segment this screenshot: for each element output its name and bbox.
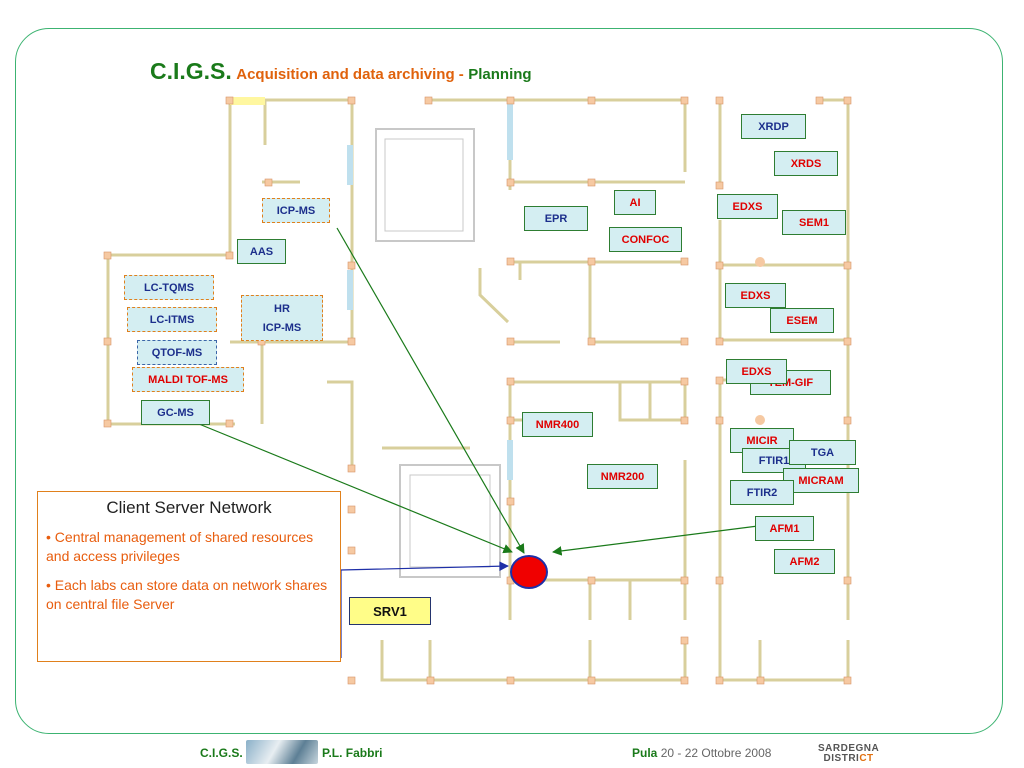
wall-posts	[103, 96, 852, 685]
title-tail: Planning	[468, 66, 532, 83]
client-server-network-box: Client Server Network • Central manageme…	[37, 491, 341, 662]
link-gc-ms	[198, 423, 513, 554]
lab-nmr200[interactable]: NMR200	[587, 464, 658, 489]
lab-micram[interactable]: MICRAM	[783, 468, 859, 493]
lab-edxs-1[interactable]: EDXS	[717, 194, 778, 219]
lab-hr-line2: ICP-MS	[262, 321, 302, 334]
footer-org: C.I.G.S.	[200, 746, 243, 760]
lab-sem1[interactable]: SEM1	[782, 210, 846, 235]
lab-edxs-3[interactable]: EDXS	[726, 359, 787, 384]
lab-qtof-ms[interactable]: QTOF-MS	[137, 340, 217, 365]
link-icp-ms	[336, 227, 525, 554]
lab-epr[interactable]: EPR	[524, 206, 588, 231]
lab-hr-icp-ms[interactable]: HR ICP-MS	[241, 295, 323, 341]
footer-place: Pula	[632, 746, 658, 760]
lab-lc-itms[interactable]: LC-ITMS	[127, 307, 217, 332]
lab-maldi-tof-ms[interactable]: MALDI TOF-MS	[132, 367, 244, 392]
client-box-bullet: • Each labs can store data on network sh…	[46, 577, 328, 612]
lab-gc-ms[interactable]: GC-MS	[141, 400, 210, 425]
lab-afm1[interactable]: AFM1	[755, 516, 814, 541]
lab-confoc[interactable]: CONFOC	[609, 227, 682, 252]
lab-ai[interactable]: AI	[614, 190, 656, 215]
lab-afm2[interactable]: AFM2	[774, 549, 835, 574]
footer-thumbnail-image	[246, 740, 318, 764]
lab-nmr400[interactable]: NMR400	[522, 412, 593, 437]
lab-ftir2[interactable]: FTIR2	[730, 480, 794, 505]
footer-dates: 20 - 22 Ottobre 2008	[660, 746, 772, 760]
network-links	[198, 227, 759, 556]
footer-author: P.L. Fabbri	[322, 746, 383, 760]
lab-tga[interactable]: TGA	[789, 440, 856, 465]
stairwell-lower	[399, 464, 501, 578]
windows	[347, 100, 513, 480]
title-subtitle: Acquisition and data archiving -	[236, 66, 464, 83]
link-afm1	[552, 525, 759, 556]
lab-edxs-2[interactable]: EDXS	[725, 283, 786, 308]
lab-esem[interactable]: ESEM	[770, 308, 834, 333]
lab-icp-ms[interactable]: ICP-MS	[262, 198, 330, 223]
lab-xrdp[interactable]: XRDP	[741, 114, 806, 139]
lab-aas[interactable]: AAS	[237, 239, 286, 264]
title-main: C.I.G.S.	[150, 58, 232, 84]
client-box-bullet: • Central management of shared resources…	[46, 529, 314, 564]
entrance-mark	[230, 97, 265, 105]
sardegna-district-logo: SARDEGNA DISTRICT	[818, 743, 880, 764]
link-client-server	[340, 561, 509, 658]
slide-frame	[15, 28, 1003, 734]
lab-lc-tqms[interactable]: LC-TQMS	[124, 275, 214, 300]
server-label-srv1[interactable]: SRV1	[349, 597, 431, 625]
stairwell-upper	[375, 128, 475, 242]
footer-event: Pula 20 - 22 Ottobre 2008	[632, 746, 771, 760]
lab-hr-line1: HR	[274, 302, 290, 315]
lab-xrds[interactable]: XRDS	[774, 151, 838, 176]
central-file-server[interactable]	[510, 555, 548, 589]
page-title: C.I.G.S. Acquisition and data archiving …	[150, 58, 532, 85]
client-box-heading: Client Server Network	[106, 498, 272, 517]
